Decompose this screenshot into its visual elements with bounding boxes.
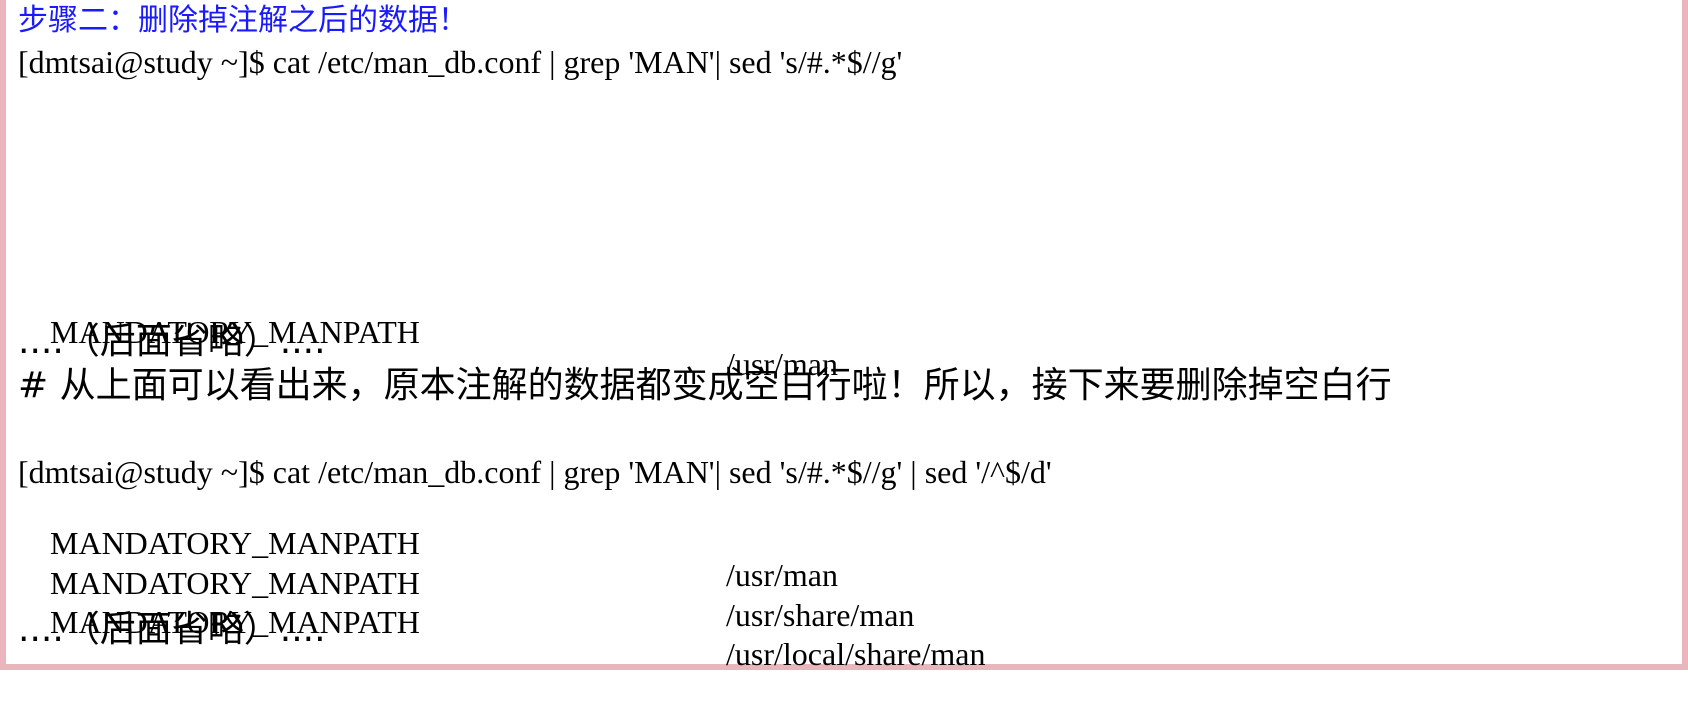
comment-line: # 从上面可以看出来，原本注解的数据都变成空白行啦！所以，接下来要删除掉空白行	[18, 365, 1392, 406]
command-line-2: [dmtsai@study ~]$ cat /etc/man_db.conf |…	[18, 454, 1052, 490]
output-key: MANDATORY_MANPATH	[50, 565, 420, 601]
output-row-4: MANDATORY_MANPATH /usr/local/share/man	[18, 574, 985, 702]
output-value: /usr/man	[726, 346, 838, 382]
output-row-1: MANDATORY_MANPATH /usr/man	[18, 284, 838, 412]
output-key: MANDATORY_MANPATH	[50, 525, 420, 561]
command-line-1: [dmtsai@study ~]$ cat /etc/man_db.conf |…	[18, 44, 903, 80]
output-value: /usr/share/man	[726, 597, 915, 633]
code-block: 步骤二：删除掉注解之后的数据！ [dmtsai@study ~]$ cat /e…	[0, 0, 1688, 670]
output-row-2: MANDATORY_MANPATH /usr/man	[18, 495, 838, 623]
output-value: /usr/local/share/man	[726, 636, 986, 672]
output-key: MANDATORY_MANPATH	[50, 604, 420, 640]
output-row-3: MANDATORY_MANPATH /usr/share/man	[18, 535, 914, 663]
output-value: /usr/man	[726, 557, 838, 593]
omitted-note-1: ....（后面省略）....	[18, 321, 326, 362]
omitted-note-2: ....（后面省略）....	[18, 609, 326, 650]
step-title: 步骤二：删除掉注解之后的数据！	[18, 3, 468, 38]
output-key: MANDATORY_MANPATH	[50, 314, 420, 350]
